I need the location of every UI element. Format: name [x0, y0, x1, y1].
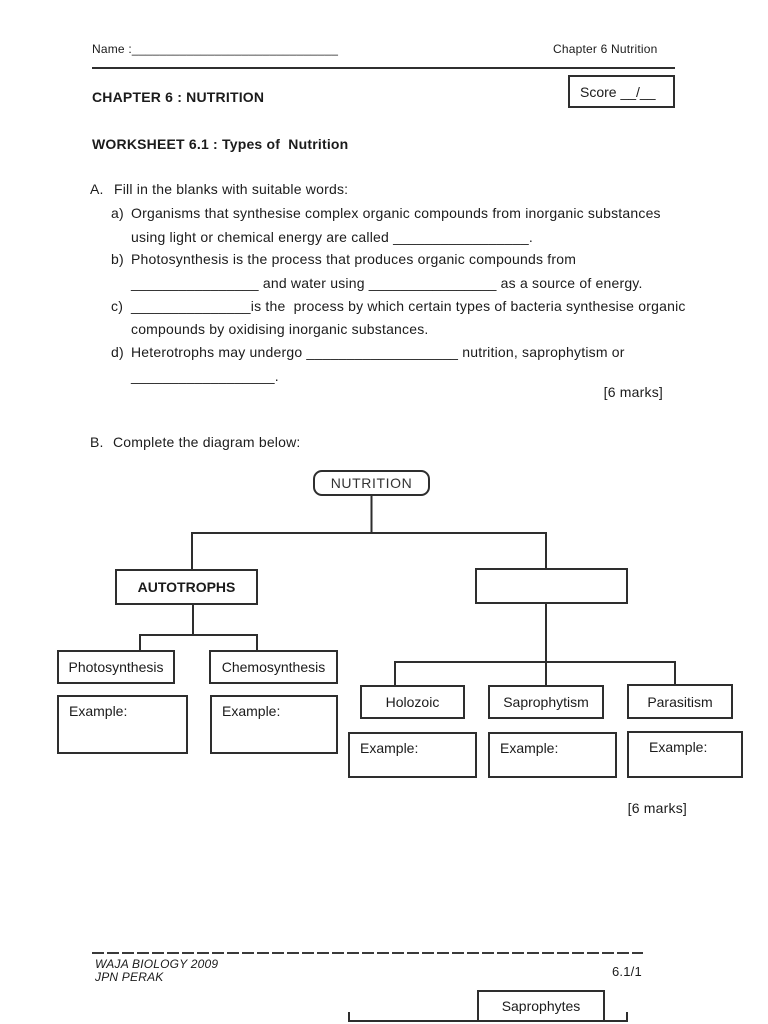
item-b-line1: b)Photosynthesis is the process that pro… — [111, 251, 577, 267]
name-field-line: Name :______________________________ — [92, 42, 339, 56]
section-b-intro: B.Complete the diagram below: — [90, 434, 301, 450]
holozoic-box: Holozoic — [360, 685, 465, 719]
score-label: Score __/__ — [580, 83, 656, 100]
parasitism-example-box: Example: — [627, 731, 743, 778]
footer-rule — [92, 952, 643, 954]
heterotrophs-blank-box — [475, 568, 628, 604]
chapter-title: CHAPTER 6 : NUTRITION — [92, 89, 265, 105]
footer-org-line1: WAJA BIOLOGY 2009 — [95, 957, 219, 971]
chemosynthesis-example-box: Example: — [210, 695, 338, 754]
saprophytes-box: Saprophytes — [477, 990, 605, 1022]
saprophytism-example-box: Example: — [488, 732, 617, 778]
section-a-label: A. — [90, 181, 104, 197]
worksheet-title: WORKSHEET 6.1 : Types of Nutrition — [92, 136, 349, 152]
item-a-line1: a)Organisms that synthesise complex orga… — [111, 205, 661, 221]
header-rule — [92, 67, 675, 69]
footer-page-ref: 6.1/1 — [612, 964, 642, 979]
section-b-label: B. — [90, 434, 104, 450]
item-c-line2: compounds by oxidising inorganic substan… — [131, 321, 429, 337]
header-chapter-ref: Chapter 6 Nutrition — [553, 42, 658, 56]
item-d-line1: d)Heterotrophs may undergo _____________… — [111, 344, 625, 360]
item-a-line2: using light or chemical energy are calle… — [131, 229, 533, 245]
photosynthesis-example-box: Example: — [57, 695, 188, 754]
chemosynthesis-box: Chemosynthesis — [209, 650, 338, 684]
photosynthesis-box: Photosynthesis — [57, 650, 175, 684]
section-a-intro: A.Fill in the blanks with suitable words… — [90, 181, 349, 197]
autotrophs-box: AUTOTROPHS — [115, 569, 258, 605]
item-d-line2: __________________. — [131, 368, 279, 384]
item-b-label: b) — [111, 251, 124, 267]
holozoic-example-box: Example: — [348, 732, 477, 778]
score-box: Score __/__ — [568, 75, 675, 108]
item-d-label: d) — [111, 344, 124, 360]
saprophytism-box: Saprophytism — [488, 685, 604, 719]
section-a-marks: [6 marks] — [603, 384, 663, 400]
item-c-label: c) — [111, 298, 124, 314]
item-b-line2: ________________ and water using _______… — [131, 275, 643, 291]
item-a-label: a) — [111, 205, 124, 221]
footer-org-line2: JPN PERAK — [95, 970, 164, 984]
diagram-root-box: NUTRITION — [313, 470, 430, 496]
item-c-line1: c)_______________is the process by which… — [111, 298, 686, 314]
parasitism-box: Parasitism — [627, 684, 733, 719]
section-b-marks: [6 marks] — [627, 800, 687, 816]
